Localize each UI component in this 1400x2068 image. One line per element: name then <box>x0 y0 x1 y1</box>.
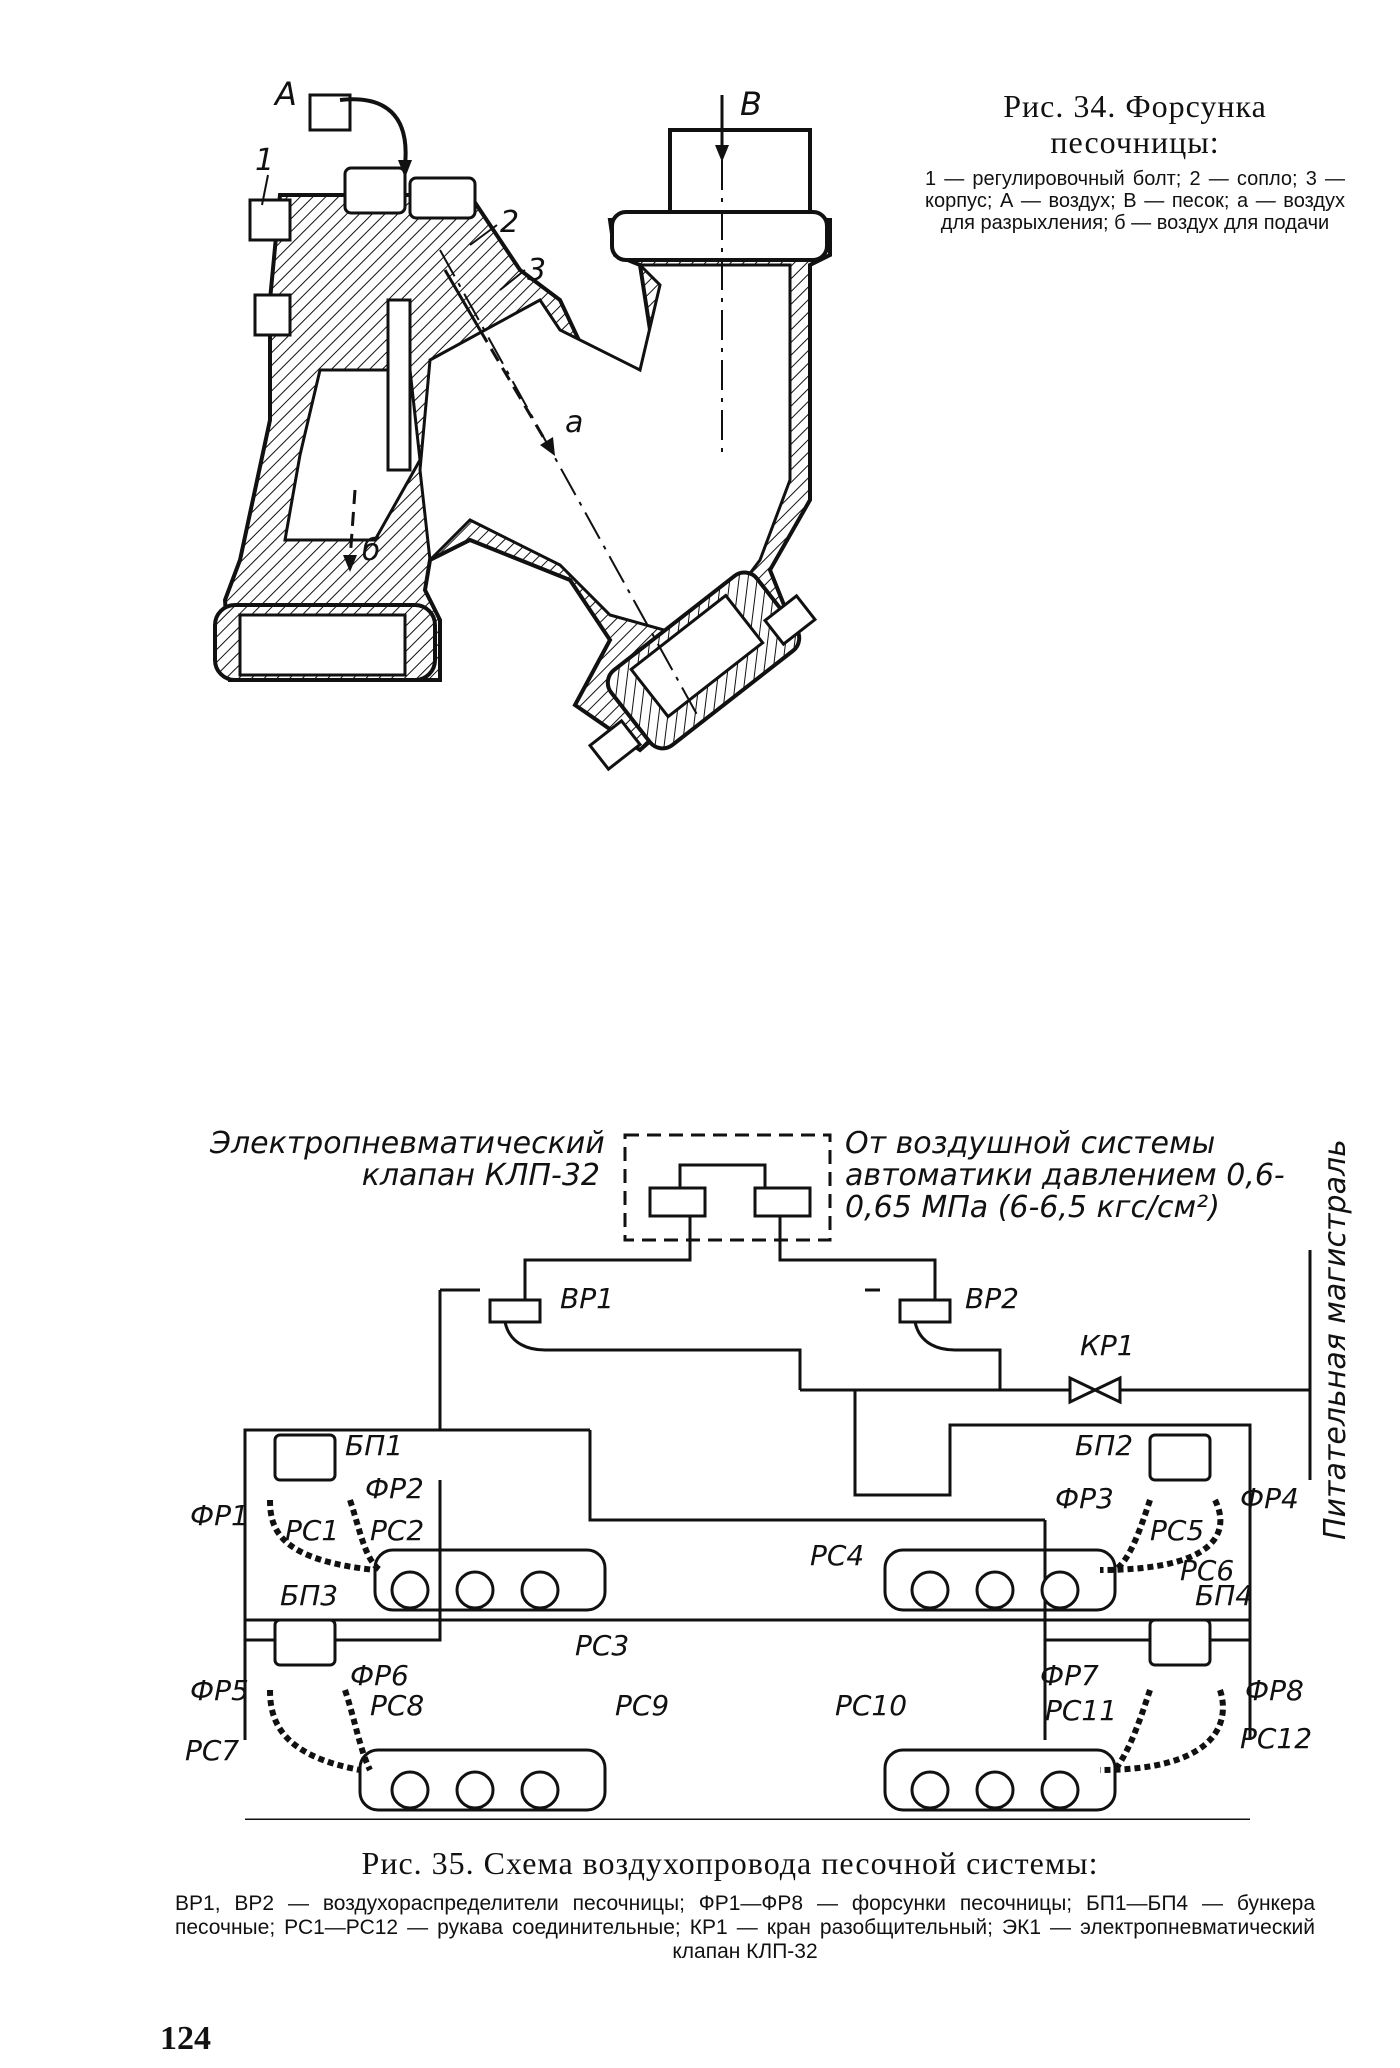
inner-sand-passage <box>418 263 792 642</box>
bp3-hopper <box>273 1618 337 1667</box>
label-rs6: РС6 <box>1180 1554 1234 1587</box>
lower-cap-left-inner <box>238 613 407 677</box>
fig35-air-scheme: ВР1 ВР2 КР1 БП1 БП2 БП3 БП4 ФР1 ФР2 ФР3 … <box>185 1133 1353 1820</box>
label-rs9: РС9 <box>615 1689 669 1722</box>
bogie-front-left <box>373 1548 607 1612</box>
label-bp2: БП2 <box>1075 1429 1133 1462</box>
air-b-arrow <box>348 489 357 561</box>
label-rs11: РС11 <box>1045 1694 1117 1727</box>
label-b-lower: б <box>362 533 381 568</box>
label-fr6: ФР6 <box>350 1659 409 1692</box>
fig35-legend: ВР1, ВР2 — воздухораспределители песочни… <box>175 1892 1315 1963</box>
label-rs10: РС10 <box>835 1689 907 1722</box>
label-fr2: ФР2 <box>365 1472 424 1505</box>
label-rs2: РС2 <box>370 1514 424 1547</box>
label-fr4: ФР4 <box>1240 1482 1299 1515</box>
fig35-title: Рис. 35. Схема воздухопровода песочной с… <box>361 1845 1099 1881</box>
label-3: 3 <box>527 253 546 288</box>
fig34-title: Рис. 34. Форсунка песочницы: <box>1003 88 1267 160</box>
air-inlet-arrow <box>339 97 408 166</box>
vr2-distributor <box>898 1298 952 1324</box>
wheels <box>390 1570 1080 1810</box>
label-vr2: ВР2 <box>965 1282 1019 1315</box>
label-a-lower: а <box>565 405 583 440</box>
label-bp4: БП4 <box>1195 1579 1253 1612</box>
label-fr3: ФР3 <box>1055 1482 1114 1515</box>
main-line-label: Питательная магистраль <box>1318 1139 1353 1540</box>
bp2-hopper <box>1148 1433 1212 1482</box>
label-fr8: ФР8 <box>1245 1674 1304 1707</box>
top-fittings <box>248 93 477 337</box>
fig34-nozzle-drawing: A 1 2 3 B а б <box>213 75 832 772</box>
bogie-rear-left <box>358 1748 607 1812</box>
lower-cap-right-inner <box>629 593 765 719</box>
label-a-upper: A <box>273 75 297 113</box>
label-b-upper: B <box>740 85 762 123</box>
label-kr1: КР1 <box>1080 1329 1135 1362</box>
bp4-hopper <box>1148 1618 1212 1667</box>
label-rs3: РС3 <box>575 1629 629 1662</box>
valve-port-left <box>648 1186 707 1218</box>
label-rs4: РС4 <box>810 1539 864 1572</box>
kr1-valve-symbol <box>1068 1375 1099 1405</box>
bogies <box>245 1548 1250 1820</box>
vr1-distributor <box>488 1298 542 1324</box>
bogie-front-right <box>883 1548 1117 1612</box>
label-rs8: РС8 <box>370 1689 424 1722</box>
bottom-bolts <box>587 593 818 772</box>
label-rs12: РС12 <box>1240 1722 1312 1755</box>
label-bp3: БП3 <box>280 1579 338 1612</box>
valve-label: Электропневматический клапан КЛП-32 <box>210 1126 605 1193</box>
valve-port-right <box>753 1186 812 1218</box>
label-fr5: ФР5 <box>190 1674 249 1707</box>
supply-label: От воздушной системы автоматики давление… <box>845 1126 1285 1225</box>
sand-inlet-flange <box>610 210 829 262</box>
bp1-hopper <box>273 1433 337 1482</box>
label-fr7: ФР7 <box>1040 1659 1099 1692</box>
label-rs7: РС7 <box>185 1734 239 1767</box>
sand-hoppers <box>273 1433 1212 1667</box>
hoses <box>267 1498 1226 1773</box>
label-rs5: РС5 <box>1150 1514 1204 1547</box>
label-2: 2 <box>500 205 519 240</box>
fig34-legend: 1 — регулировочный болт; 2 — сопло; 3 — … <box>925 168 1345 234</box>
label-bp1: БП1 <box>345 1429 403 1462</box>
label-1: 1 <box>255 143 274 178</box>
sand-inlet-pipe <box>668 128 812 222</box>
page-number: 124 <box>160 2020 211 2057</box>
bogie-rear-right <box>883 1748 1117 1812</box>
label-fr1: ФР1 <box>190 1499 249 1532</box>
label-rs1: РС1 <box>285 1514 339 1547</box>
nozzle-tube <box>386 298 412 472</box>
label-vr1: ВР1 <box>560 1282 614 1315</box>
